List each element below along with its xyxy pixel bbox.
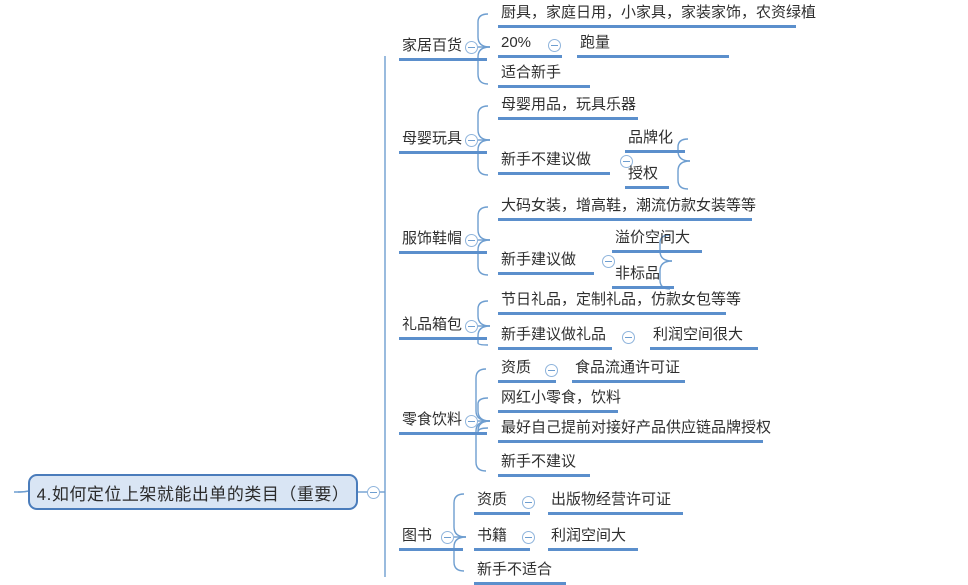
child-label: 适合新手 [501, 64, 562, 81]
child-node-snack-not-recommended[interactable]: 新手不建议 [498, 452, 590, 477]
leaf-label: 出版物经营许可证 [551, 491, 672, 508]
child-collapse-toggle[interactable] [622, 331, 635, 344]
child-label: 新手建议做 [501, 251, 577, 268]
branch-node-apparel[interactable]: 服饰鞋帽 [399, 229, 487, 254]
child-node-gift-categories[interactable]: 节日礼品，定制礼品，仿款女包等等 [498, 290, 741, 315]
branch-collapse-toggle[interactable] [465, 41, 478, 54]
leaf-node-non-standard[interactable]: 非标品 [612, 264, 674, 289]
leaf-label: 利润空间很大 [653, 326, 744, 343]
child-node-books-not-suitable[interactable]: 新手不适合 [474, 560, 566, 585]
leaf-node-publication-license[interactable]: 出版物经营许可证 [548, 490, 683, 515]
branch-label: 礼品箱包 [402, 316, 463, 333]
child-label: 厨具，家庭日用，小家具，家装家饰，农资绿植 [501, 4, 817, 21]
branch-node-home-goods[interactable]: 家居百货 [399, 36, 487, 61]
branch-label: 家居百货 [402, 37, 463, 54]
branch-node-books[interactable]: 图书 [399, 526, 463, 551]
leaf-node-food-circulation-license[interactable]: 食品流通许可证 [572, 358, 685, 383]
child-node-home-percent[interactable]: 20% [498, 33, 562, 58]
child-node-apparel-recommended[interactable]: 新手建议做 [498, 250, 594, 275]
leaf-node-volume[interactable]: 跑量 [577, 33, 729, 58]
root-node[interactable]: 4.如何定位上架就能出单的类目（重要） [28, 474, 358, 510]
leaf-label: 溢价空间大 [615, 229, 691, 246]
child-label: 20% [501, 34, 532, 51]
branch-collapse-toggle[interactable] [465, 320, 478, 333]
child-label: 新手建议做礼品 [501, 326, 607, 343]
child-node-book-qualification[interactable]: 资质 [474, 490, 530, 515]
child-collapse-toggle[interactable] [545, 364, 558, 377]
leaf-node-gift-profit[interactable]: 利润空间很大 [650, 325, 758, 350]
child-label: 新手不适合 [477, 561, 553, 578]
child-node-snack-qualification[interactable]: 资质 [498, 358, 556, 383]
child-node-gift-recommended[interactable]: 新手建议做礼品 [498, 325, 612, 350]
leaf-node-authorization[interactable]: 授权 [625, 164, 669, 189]
child-node-snack-categories[interactable]: 网红小零食，饮料 [498, 388, 622, 413]
branch-collapse-toggle[interactable] [465, 234, 478, 247]
child-label: 资质 [477, 491, 508, 508]
branch-label: 服饰鞋帽 [402, 230, 463, 247]
branch-label: 零食饮料 [402, 411, 463, 428]
branch-label: 母婴玩具 [402, 130, 463, 147]
child-label: 大码女装，增高鞋，潮流仿款女装等等 [501, 197, 757, 214]
child-label: 母婴用品，玩具乐器 [501, 96, 637, 113]
child-collapse-toggle[interactable] [548, 39, 561, 52]
branch-collapse-toggle[interactable] [465, 134, 478, 147]
leaf-label: 授权 [628, 165, 659, 182]
child-node-apparel-categories[interactable]: 大码女装，增高鞋，潮流仿款女装等等 [498, 196, 756, 221]
leaf-label: 品牌化 [628, 129, 674, 146]
child-collapse-toggle[interactable] [522, 531, 535, 544]
child-collapse-toggle[interactable] [522, 496, 535, 509]
leaf-label: 跑量 [580, 34, 611, 51]
child-node-baby-categories[interactable]: 母婴用品，玩具乐器 [498, 95, 638, 120]
leaf-label: 非标品 [615, 265, 661, 282]
leaf-node-book-profit[interactable]: 利润空间大 [548, 526, 638, 551]
child-label: 最好自己提前对接好产品供应链品牌授权 [501, 419, 772, 436]
child-node-baby-not-recommended[interactable]: 新手不建议做 [498, 150, 610, 175]
child-node-books-item[interactable]: 书籍 [474, 526, 530, 551]
child-label: 资质 [501, 359, 532, 376]
branch-collapse-toggle[interactable] [465, 415, 478, 428]
child-label: 书籍 [477, 527, 508, 544]
branch-node-gifts-bags[interactable]: 礼品箱包 [399, 315, 487, 340]
leaf-node-premium-margin[interactable]: 溢价空间大 [612, 228, 702, 253]
child-label: 网红小零食，饮料 [501, 389, 622, 406]
leaf-label: 利润空间大 [551, 527, 627, 544]
child-label: 节日礼品，定制礼品，仿款女包等等 [501, 291, 742, 308]
child-node-home-categories[interactable]: 厨具，家庭日用，小家具，家装家饰，农资绿植 [498, 3, 816, 28]
child-collapse-toggle[interactable] [620, 155, 633, 168]
root-collapse-toggle[interactable] [367, 486, 380, 499]
child-node-home-beginner[interactable]: 适合新手 [498, 63, 590, 88]
leaf-node-branding[interactable]: 品牌化 [625, 128, 685, 153]
leaf-label: 食品流通许可证 [575, 359, 681, 376]
root-node-label: 4.如何定位上架就能出单的类目（重要） [36, 484, 350, 504]
branch-node-snacks-drinks[interactable]: 零食饮料 [399, 410, 487, 435]
child-label: 新手不建议做 [501, 151, 592, 168]
child-node-snack-supply-chain[interactable]: 最好自己提前对接好产品供应链品牌授权 [498, 418, 771, 443]
branch-node-baby-toys[interactable]: 母婴玩具 [399, 129, 487, 154]
child-collapse-toggle[interactable] [602, 255, 615, 268]
child-label: 新手不建议 [501, 453, 577, 470]
branch-collapse-toggle[interactable] [441, 531, 454, 544]
branch-label: 图书 [402, 527, 433, 544]
